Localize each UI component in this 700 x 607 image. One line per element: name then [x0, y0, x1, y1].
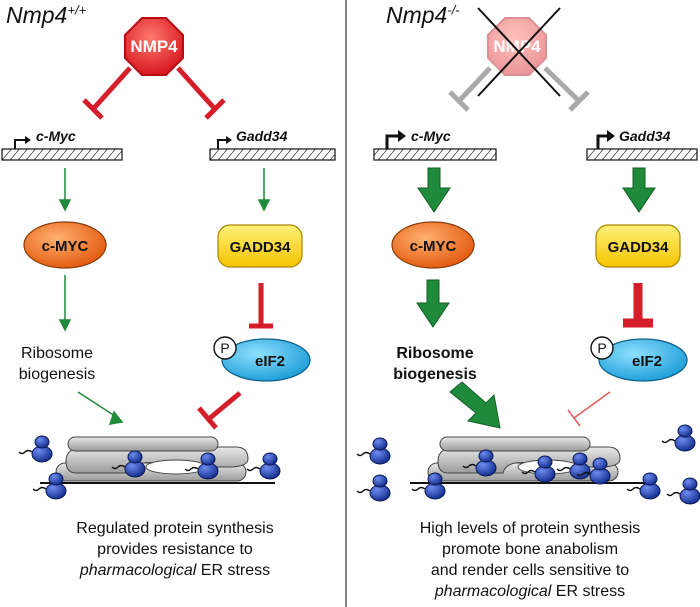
left-panel: NMP4 c-MYC GADD34 [1, 17, 336, 500]
right-eif2-inhibit-er [567, 391, 611, 427]
left-gadd34-label: GADD34 [230, 239, 292, 256]
right-gadd34-label: GADD34 [608, 239, 670, 256]
right-caption: High levels of protein synthesis promote… [419, 520, 641, 600]
right-cmyc-protein [391, 221, 475, 269]
right-nmp4-stop-sign: NMP4 [487, 17, 547, 76]
right-biogenesis-to-er-arrow [449, 381, 501, 429]
left-gadd34-protein [217, 224, 303, 268]
left-panel-title: Nmp4+/+ [6, 2, 87, 28]
left-panel-title-sup: +/+ [67, 2, 87, 18]
right-cmyc-label: c-MYC [410, 238, 457, 255]
right-phospho-label: P [597, 340, 606, 356]
left-phospho-circle [213, 336, 237, 360]
right-transcription-arrows [417, 167, 656, 213]
right-gene-cmyc [373, 130, 497, 161]
right-panel-title-sup: -/- [447, 2, 460, 18]
left-transcription-arrows [58, 168, 271, 212]
left-nmp4-label: NMP4 [130, 37, 178, 56]
right-phospho-circle [590, 336, 614, 360]
right-gene-cmyc-label: c-Myc [411, 128, 451, 144]
left-eif2-label: eIF2 [255, 353, 285, 370]
left-cmyc-to-biogenesis-arrow [58, 275, 72, 332]
right-gene-gadd34-label: Gadd34 [619, 128, 671, 144]
left-nmp4-stop-sign [124, 17, 184, 76]
left-gene-cmyc-label: c-Myc [36, 128, 76, 144]
right-panel-title: Nmp4-/- [386, 2, 460, 28]
left-cmyc-protein [23, 221, 107, 269]
left-cmyc-label: c-MYC [42, 238, 89, 255]
left-gene-gadd34-label: Gadd34 [236, 128, 288, 144]
left-er-membrane [55, 436, 249, 482]
left-nmp4-inhibit-arrows [82, 66, 226, 120]
left-eif2 [221, 338, 311, 382]
right-nmp4-inhibit-arrows [448, 66, 590, 112]
right-eif2 [598, 338, 688, 382]
left-gadd34-inhibit-eif2 [249, 283, 273, 329]
right-gadd34-inhibit-eif2 [623, 283, 653, 328]
right-cmyc-to-biogenesis-arrow [416, 279, 450, 328]
right-eif2-label: eIF2 [632, 353, 662, 370]
left-biogenesis-to-er-arrow [77, 391, 124, 425]
left-biogenesis-label: Ribosome biogenesis [18, 345, 96, 383]
right-nmp4-cross [477, 7, 561, 97]
left-gene-cmyc [1, 136, 123, 161]
right-gene-gadd34 [586, 130, 698, 161]
left-phospho-label: P [220, 340, 229, 356]
left-gene-gadd34 [209, 136, 336, 161]
left-eif2-inhibit-er [197, 391, 242, 430]
right-gadd34-protein [595, 224, 681, 268]
right-panel: NMP4 c-MYC [356, 7, 700, 505]
left-caption: Regulated protein synthesis provides res… [76, 520, 274, 579]
right-biogenesis-label: Ribosome biogenesis [393, 345, 477, 383]
